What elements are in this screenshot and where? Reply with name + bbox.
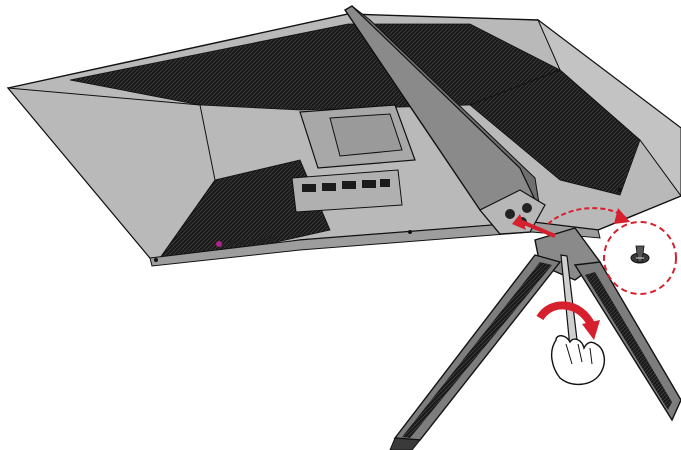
monitor-back-panel [8,14,681,266]
detail-callout-circle [604,222,676,294]
hand [552,336,605,385]
screw-detail [631,246,649,263]
